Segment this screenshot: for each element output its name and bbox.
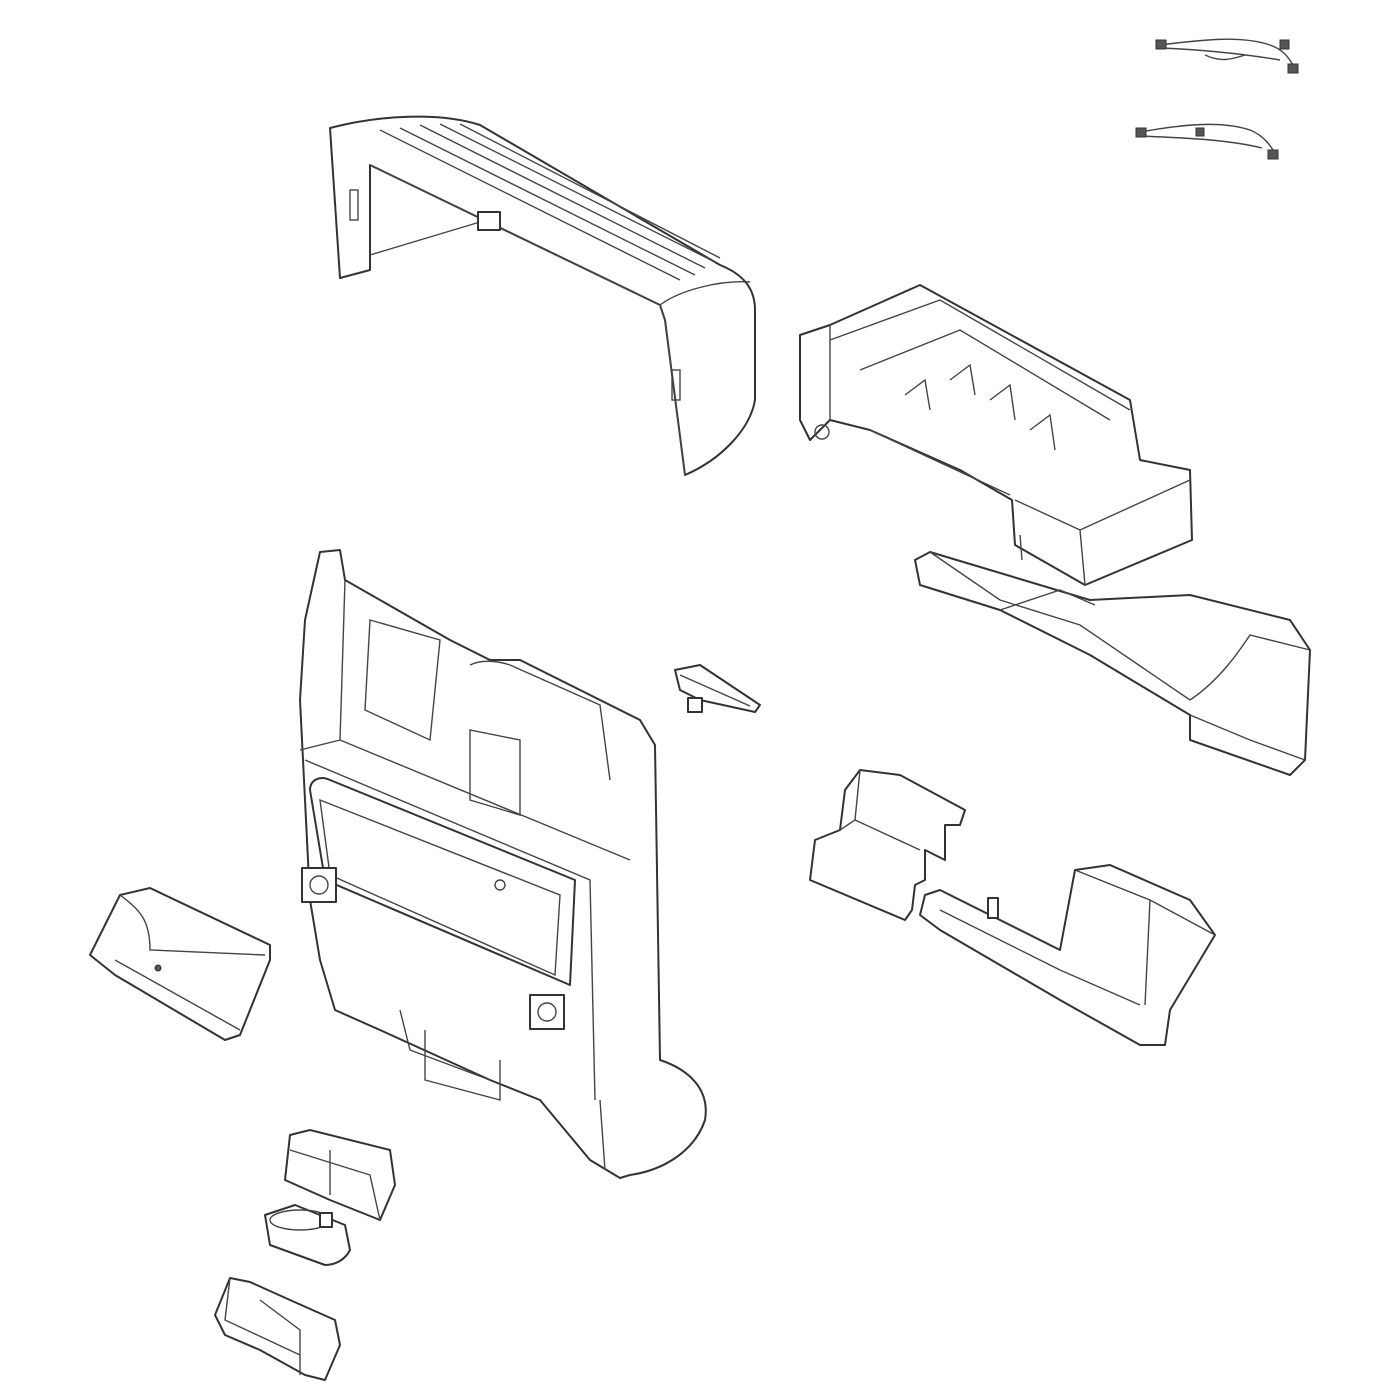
solenoid [284,1129,396,1221]
dispenser-housing [299,549,707,1179]
wire-harness-1 [1155,38,1299,74]
ice-bin-cover [329,115,756,476]
actuator [264,1204,351,1266]
ice-maker-assembly [799,284,1193,586]
ice-chute-duct [914,551,1311,776]
wire-harness-2 [1135,123,1279,160]
small-gear [674,664,761,713]
switch-holder [214,1277,341,1381]
door-flap [89,887,271,1041]
auger-motor-base [919,864,1216,1046]
motor-bracket [809,769,966,921]
